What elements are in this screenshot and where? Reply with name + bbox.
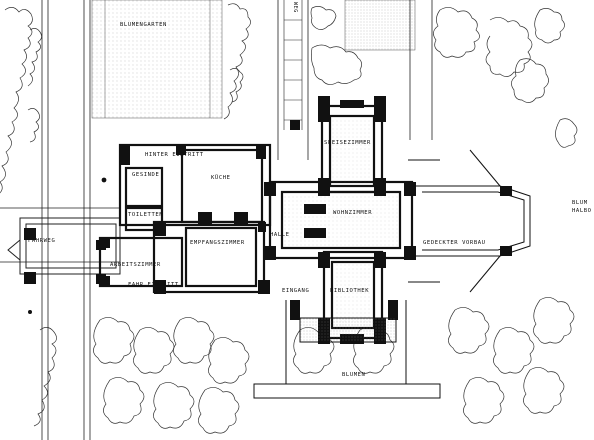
label-weg-top: WEG xyxy=(292,2,298,13)
label-fahrweg: FAHRWEG xyxy=(28,238,56,244)
label-wohnzimmer: WOHNZIMMER xyxy=(333,210,373,216)
room-floors xyxy=(284,118,398,326)
label-gedeckter-vorbau: GEDECKTER VORBAU xyxy=(423,240,486,246)
covered-porch xyxy=(408,149,531,293)
label-kuche: KÜCHE xyxy=(211,175,231,181)
label-blumengarten: BLUMENGARTEN xyxy=(120,22,167,28)
label-fahr-eintritt: FAHR EINTRITT xyxy=(128,282,179,288)
label-blum-right: BLUM xyxy=(572,200,588,206)
flower-garden-grid xyxy=(91,0,223,119)
label-eingang: EINGANG xyxy=(282,288,310,294)
label-arbeitszimmer: ARBEITSZIMMER xyxy=(110,262,161,268)
label-halbo-right: HALBO xyxy=(572,208,592,214)
drive-entry xyxy=(7,217,121,275)
label-gesinde: GESINDE xyxy=(132,172,160,178)
label-bibliothek: BIBLIOTHEK xyxy=(330,288,370,294)
bottom-terrace xyxy=(253,300,441,399)
site-markers xyxy=(28,177,107,314)
foliage-right xyxy=(433,7,578,424)
label-blumen: BLUMEN xyxy=(342,372,366,378)
label-speisezimmer: SPEISEZIMMER xyxy=(324,140,371,146)
lawn-strip-top-right xyxy=(344,0,416,51)
walkway-ladder xyxy=(283,0,303,130)
drive-piers xyxy=(24,228,106,284)
label-hinter-eintritt: HINTER EINTRITT xyxy=(145,152,204,158)
foliage-bottom xyxy=(93,317,395,434)
foliage-top-middle xyxy=(223,3,362,120)
label-empfangszimmer: EMPFANGSZIMMER xyxy=(190,240,245,246)
label-halle: HALLE xyxy=(270,232,290,238)
label-toiletten: TOILETTEN xyxy=(128,212,164,218)
